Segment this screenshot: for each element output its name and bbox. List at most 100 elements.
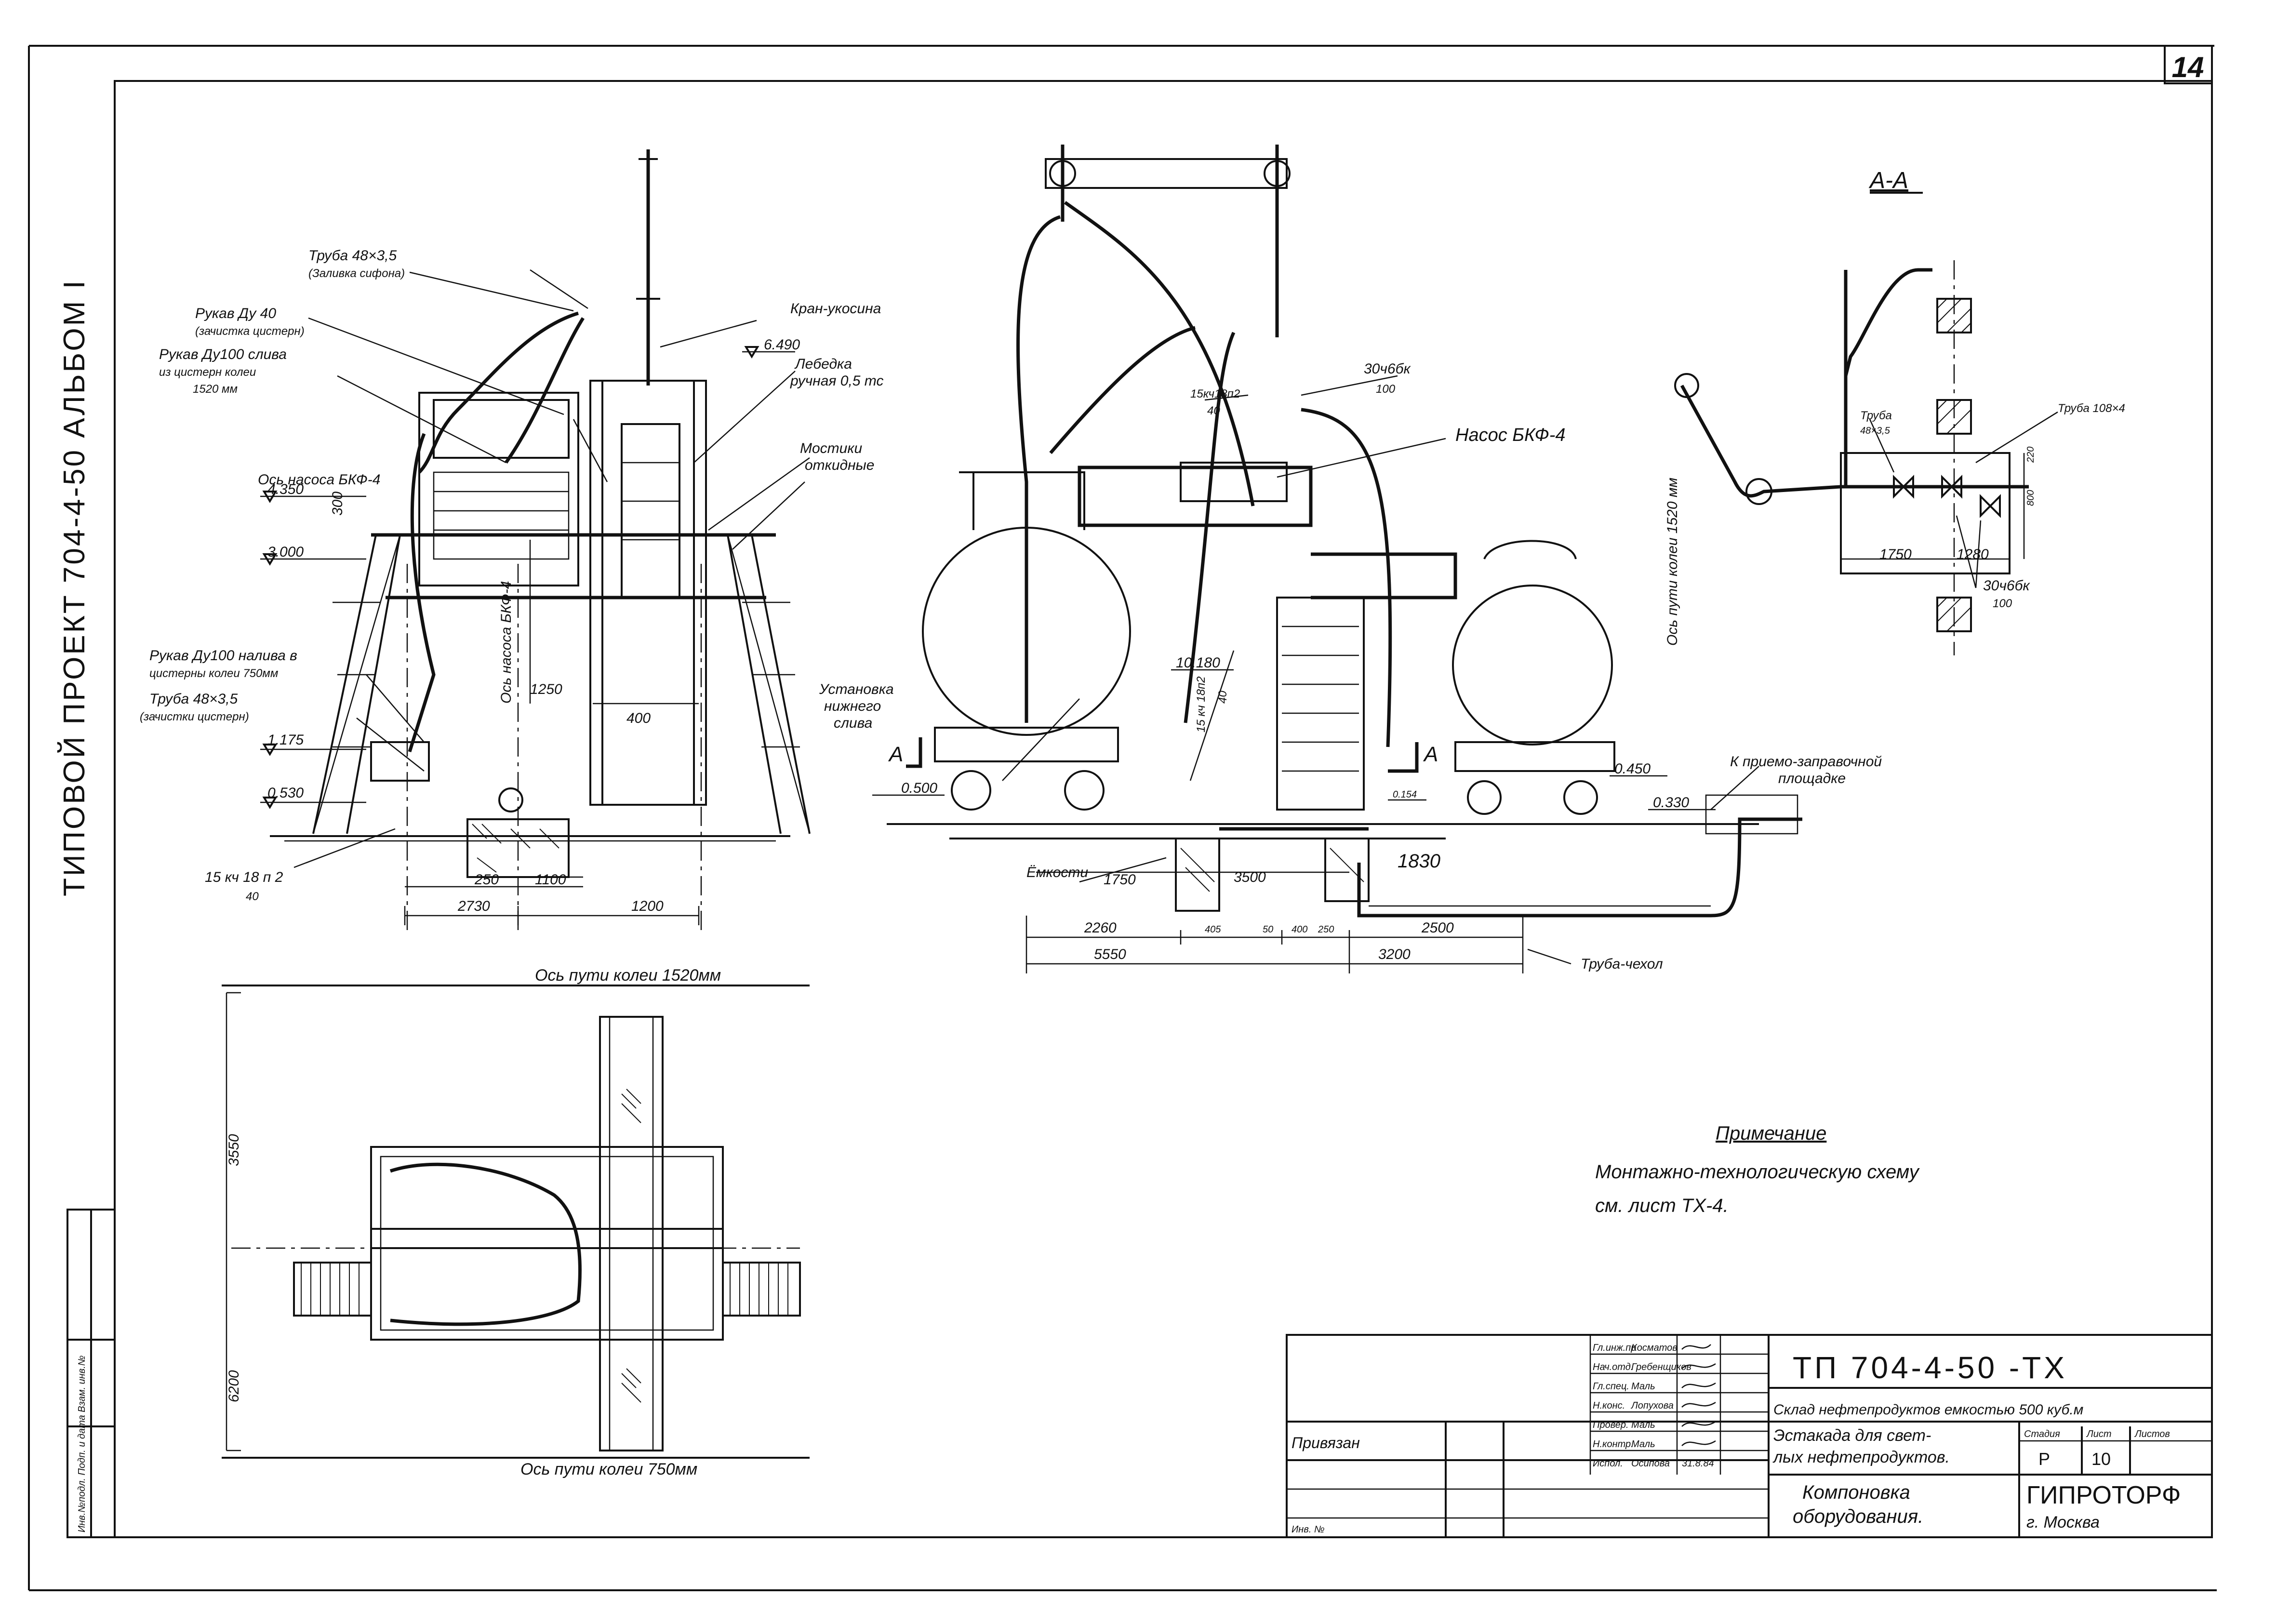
- side-label: Труба 48×3,5: [149, 691, 238, 707]
- signature: [1681, 1344, 1716, 1446]
- front-label: площадке: [1778, 771, 1846, 786]
- dim-label: 3200: [1378, 946, 1411, 962]
- note: Примечание Монтажно-технологическую схем…: [1595, 1123, 1920, 1216]
- drawing-name: Компоновка: [1802, 1482, 1910, 1503]
- side-label: 40: [246, 890, 259, 903]
- person: Маль: [1631, 1439, 1655, 1450]
- side-label: Ось насоса БКФ-4: [258, 472, 380, 488]
- title-block: [1286, 1334, 2213, 1538]
- side-label: 1520 мм: [193, 383, 238, 396]
- dim-label: 1750: [1104, 872, 1136, 888]
- plan-view: [222, 985, 810, 1459]
- front-view-dims: 0.500 10.180 0.154 0.450 0.330 1750 3500…: [901, 655, 1689, 962]
- dim-label: 1.175: [267, 732, 304, 748]
- dim-label: 0.450: [1614, 761, 1651, 777]
- front-label-rotated: 15 кч 18п2: [1195, 676, 1208, 732]
- front-label: 30ч6бк: [1364, 361, 1411, 377]
- role: Испол.: [1593, 1458, 1623, 1469]
- drawing-name: оборудования.: [1793, 1506, 1923, 1527]
- dim-label: 400: [1292, 924, 1307, 935]
- title-block-text: ТП 704-4-50 -ТХ Склад нефтепродуктов емк…: [1292, 1343, 2181, 1535]
- front-view: [872, 145, 1802, 973]
- front-label: нижнего: [824, 698, 881, 714]
- role: Нач.отд.: [1593, 1362, 1633, 1372]
- dim-label: 4.350: [267, 481, 304, 497]
- project-code: ТП 704-4-50 -ТХ: [1793, 1350, 2067, 1385]
- dim-label: 250: [1318, 924, 1334, 935]
- side-label: откидные: [805, 457, 874, 473]
- side-label: (зачистка цистерн): [195, 325, 305, 338]
- side-label: Мостики: [800, 440, 863, 456]
- dim-label: 405: [1205, 924, 1221, 935]
- note-line: см. лист ТХ-4.: [1595, 1195, 1729, 1216]
- part-name: лых нефтепродуктов.: [1772, 1448, 1950, 1466]
- section-label-rotated: Ось пути колеи 1520 мм: [1664, 478, 1680, 646]
- dim-label: 0.530: [267, 785, 304, 801]
- person: Маль: [1631, 1420, 1655, 1430]
- front-label: К приемо-заправочной: [1730, 754, 1882, 770]
- person: Косматов: [1631, 1343, 1678, 1353]
- front-label: Труба-чехол: [1581, 956, 1663, 972]
- side-label: цистерны колеи 750мм: [149, 667, 278, 680]
- side-label: Труба 48×3,5: [308, 248, 397, 264]
- section-label: Труба: [1860, 409, 1892, 422]
- section-label: 30ч6бк: [1983, 578, 2030, 594]
- side-label: (Заливка сифона): [308, 267, 405, 280]
- side-label: Рукав Ду 40: [195, 306, 276, 321]
- side-label: Кран-укосина: [790, 301, 881, 317]
- role: Провер.: [1593, 1420, 1629, 1430]
- dim-label: 3500: [1234, 869, 1266, 885]
- front-label: Насос БКФ-4: [1455, 425, 1566, 445]
- dim-label: 3.000: [267, 544, 304, 560]
- section-title: А-А: [1868, 168, 1908, 193]
- sheets-header: Листов: [2134, 1429, 2170, 1439]
- dim-label: 1100: [535, 872, 566, 888]
- front-label: 100: [1376, 383, 1396, 396]
- front-label: 40: [1207, 404, 1220, 417]
- object-name: Склад нефтепродуктов емкостью 500 куб.м: [1773, 1402, 2083, 1418]
- dim-label: 1280: [1957, 546, 1989, 562]
- side-view-labels: Труба 48×3,5 (Заливка сифона) Рукав Ду 4…: [140, 248, 883, 903]
- note-heading: Примечание: [1716, 1123, 1826, 1144]
- plan-view-labels: Ось пути колеи 1520мм Ось пути колеи 750…: [226, 966, 721, 1478]
- privyazan-label: Привязан: [1292, 1434, 1360, 1451]
- dim-label: 6200: [226, 1370, 242, 1402]
- plan-top-caption: Ось пути колеи 1520мм: [535, 966, 721, 985]
- dim-label: 6.490: [764, 337, 800, 353]
- dim-label: 800: [2025, 490, 2036, 506]
- dim-label: 1250: [530, 681, 562, 697]
- left-signature-strip: [67, 1209, 116, 1538]
- dim-label: 400: [626, 710, 651, 726]
- front-view-labels: 30ч6бк 100 15кч18п2 40 Насос БКФ-4 Устан…: [819, 361, 1882, 972]
- part-name: Эстакада для свет-: [1773, 1426, 1931, 1445]
- section-label: 48×3,5: [1860, 426, 1891, 436]
- section-mark-a: А: [888, 743, 903, 766]
- role: Гл.инж.пр: [1593, 1343, 1636, 1353]
- front-label: 15кч18п2: [1190, 387, 1240, 400]
- stage-header: Стадия: [2024, 1429, 2060, 1439]
- role: Гл.спец.: [1593, 1381, 1629, 1392]
- front-label-rotated: 40: [1216, 691, 1229, 704]
- dim-label: 250: [474, 872, 499, 888]
- sheet-header: Лист: [2086, 1429, 2112, 1439]
- sheet-number: 14: [2172, 51, 2204, 83]
- section-label: 100: [1993, 597, 2012, 610]
- side-label: (зачистки цистерн): [140, 710, 249, 723]
- section-label: Труба 108×4: [2058, 402, 2125, 415]
- dim-label: 3550: [226, 1134, 242, 1166]
- role: Н.контр.: [1593, 1439, 1634, 1450]
- person: Маль: [1631, 1381, 1655, 1392]
- side-view: [260, 149, 811, 935]
- role: Н.конс.: [1593, 1400, 1625, 1411]
- person: Осипова: [1631, 1458, 1670, 1469]
- sheet-frame: [28, 45, 2217, 1591]
- side-label: Рукав Ду100 слива: [159, 346, 287, 362]
- album-title: ТИПОВОЙ ПРОЕКТ 704-4-50 АЛЬБОМ I: [57, 279, 91, 896]
- stage-value: Р: [2038, 1449, 2050, 1469]
- sheet-value: 10: [2091, 1449, 2111, 1469]
- dim-label: 1200: [631, 898, 664, 914]
- dim-label: 10.180: [1176, 655, 1220, 671]
- person: Лопухова: [1630, 1400, 1674, 1411]
- date: 31.8.84: [1682, 1458, 1714, 1469]
